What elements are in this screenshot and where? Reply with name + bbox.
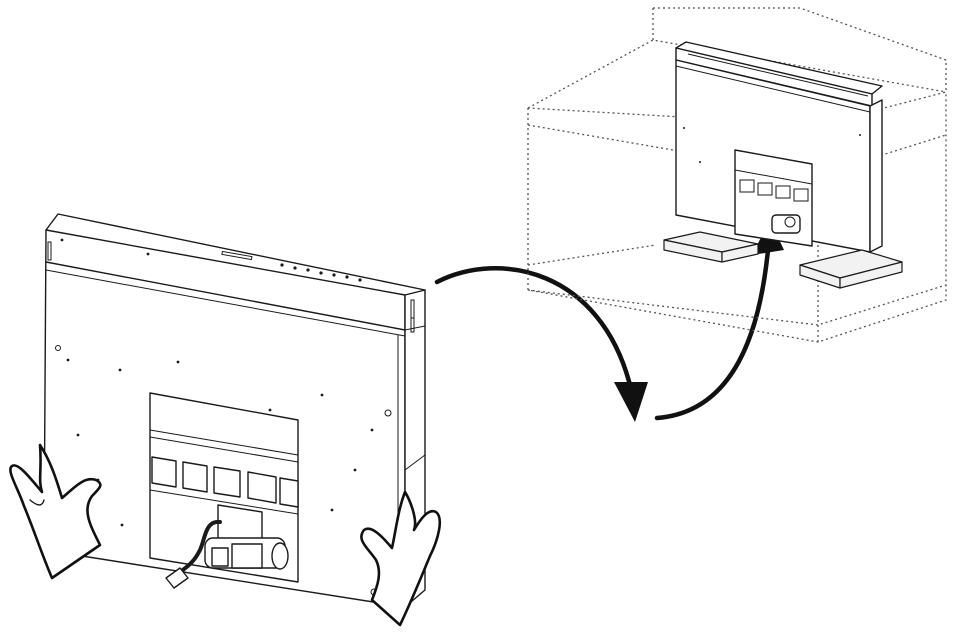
control-buttons [280,263,362,282]
downdraft-unit-front [43,213,426,608]
downdraft-unit-installed [663,41,903,289]
right-hand [360,490,442,627]
arrow-down [434,266,648,422]
left-hand [9,443,102,580]
filter-cells [151,456,299,508]
motor-assembly [204,504,289,570]
